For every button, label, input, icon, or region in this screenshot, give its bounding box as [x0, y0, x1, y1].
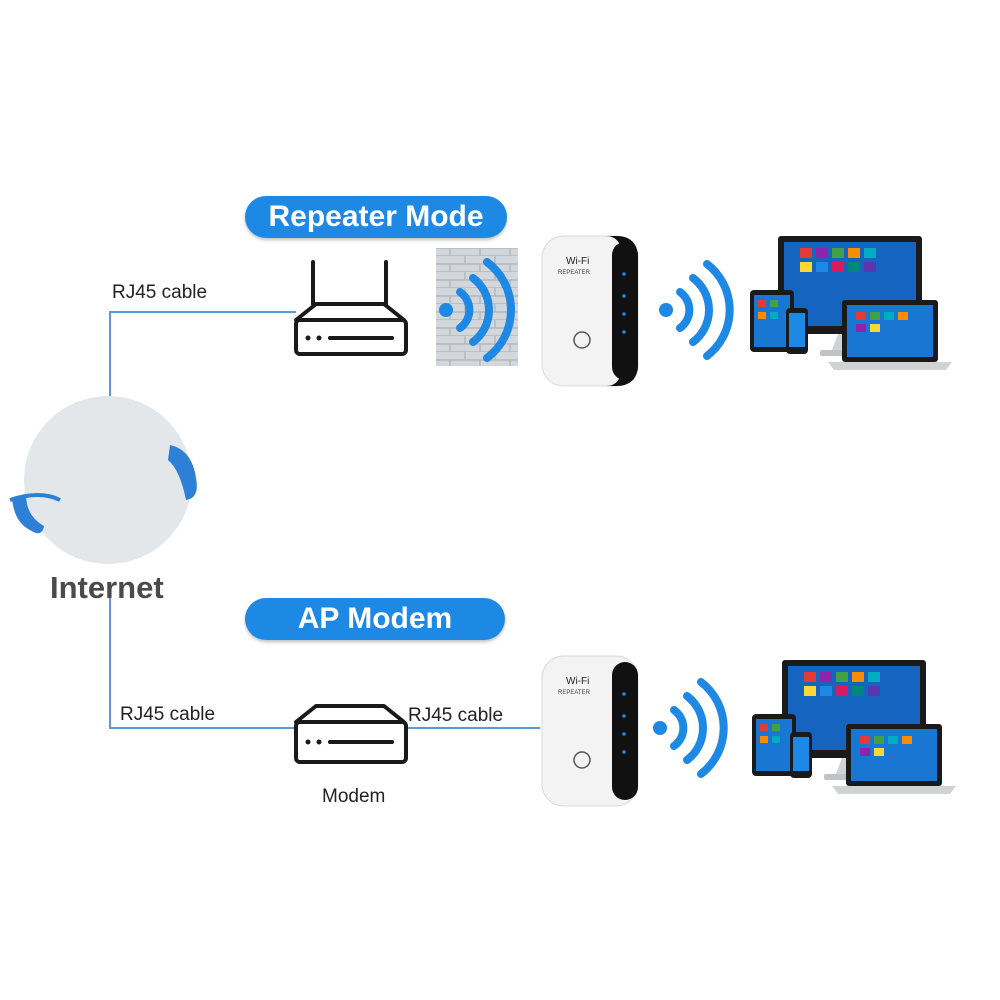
wps-button-icon [573, 751, 591, 769]
laptop-icon [828, 300, 952, 370]
tablet-icon [752, 714, 796, 776]
laptop-icon [832, 724, 956, 794]
wps-button-icon [573, 331, 591, 349]
ap-rj45-cable-left [109, 590, 296, 729]
client-devices-bottom [752, 660, 956, 794]
phone-icon [790, 732, 812, 778]
device-brand-line1: Wi-Fi [566, 676, 589, 687]
device-brand-line2: REPEATER [558, 690, 591, 696]
device-brand-line1: Wi-Fi [566, 256, 589, 267]
device-brand-line2: REPEATER [558, 270, 591, 276]
modem-label: Modem [322, 786, 386, 807]
ap-rj45-cable-right-label: RJ45 cable [408, 705, 504, 726]
internet-globe-icon [9, 396, 197, 564]
wall-wifi-signal-icon [439, 258, 515, 362]
client-devices-top [750, 236, 952, 370]
ap-wifi-signal-icon [653, 678, 728, 778]
router-icon [294, 260, 408, 356]
internet-label: Internet [50, 570, 164, 605]
repeater-device-top: Wi-Fi REPEATER [541, 235, 639, 387]
ap-modem-title: AP Modem [245, 598, 505, 640]
modem-icon [294, 704, 408, 764]
repeater-wifi-signal-icon [659, 260, 734, 360]
ap-rj45-cable-left-label: RJ45 cable [120, 704, 216, 725]
repeater-rj45-cable-label: RJ45 cable [112, 282, 208, 303]
repeater-device-bottom: Wi-Fi REPEATER [541, 655, 639, 807]
repeater-mode-title: Repeater Mode [245, 196, 507, 238]
phone-icon [786, 308, 808, 354]
cable-lines [109, 311, 540, 729]
repeater-rj45-cable [109, 311, 296, 410]
tablet-icon [750, 290, 794, 352]
